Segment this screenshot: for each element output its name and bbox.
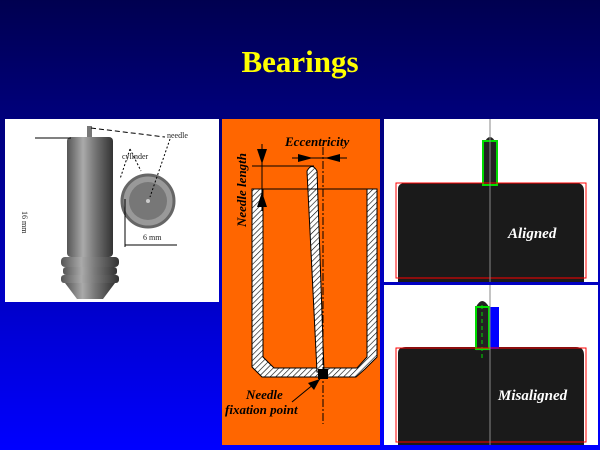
aligned-label: Aligned (508, 226, 557, 242)
misaligned-image (395, 285, 587, 445)
length-label: 16 mm (20, 211, 29, 234)
aligned-image (395, 119, 587, 282)
needle-fixation-label-line1: Needle (246, 387, 283, 402)
misaligned-camera-view: Misaligned (384, 285, 598, 445)
offset-indicator (490, 307, 499, 349)
needle-length-label: Needle length (234, 152, 249, 227)
eccentricity-label: Eccentricity (285, 134, 350, 149)
slide-title: Bearings (241, 44, 359, 79)
eccentricity-diagram: Eccentricity Needle length Needle fixati… (222, 119, 380, 445)
bearing-photo-drawing (35, 126, 177, 299)
misaligned-label: Misaligned (498, 388, 568, 404)
diameter-label: 6 mm (143, 233, 162, 242)
needle-fixation-label-line2: fixation point (225, 402, 298, 417)
needle-label: needle (167, 131, 188, 140)
cylinder-label: cylinder (122, 152, 149, 161)
bearing-photo: needle cylinder 16 mm 6 mm (5, 119, 219, 302)
bearing-cross-section (251, 144, 378, 424)
aligned-camera-view: Aligned (384, 119, 598, 282)
